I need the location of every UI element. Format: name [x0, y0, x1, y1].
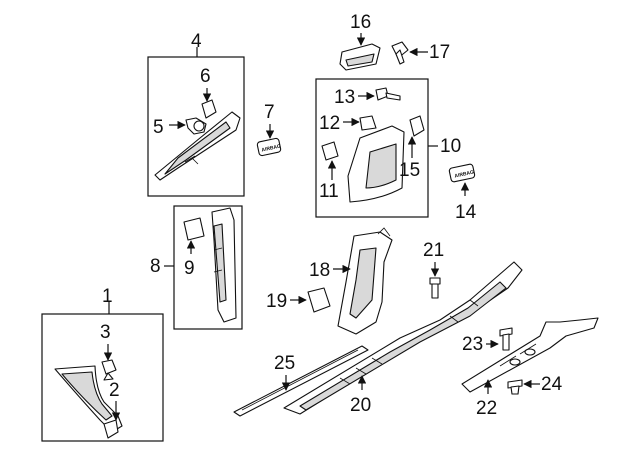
group-17: 17 [391, 41, 450, 65]
clip-2 [103, 419, 119, 439]
callout-11: 11 [319, 181, 339, 202]
group-18: 18 [309, 227, 393, 335]
group-14: AIRBAG 14 [448, 163, 477, 223]
group-25: 25 [233, 345, 369, 417]
callout-21: 21 [423, 240, 444, 261]
callout-13: 13 [334, 87, 355, 108]
callout-23: 23 [462, 334, 483, 355]
group-21: 21 [423, 240, 444, 299]
group-24: 24 [507, 374, 563, 395]
callout-2: 2 [109, 380, 120, 401]
callout-8: 8 [150, 256, 161, 277]
clip-11 [321, 141, 339, 161]
group-1-frame [41, 313, 164, 442]
group-4-frame [147, 56, 245, 197]
callout-24: 24 [541, 374, 563, 395]
callout-15: 15 [399, 160, 420, 181]
clip-6 [201, 99, 217, 119]
callout-12: 12 [319, 113, 340, 134]
airbag-badge-7-text: AIRBAG [261, 144, 282, 154]
callout-25: 25 [274, 353, 295, 374]
airbag-badge-14-text: AIRBAG [454, 170, 475, 180]
group-8: 8 9 [150, 205, 243, 330]
airbag-badge-14 [448, 163, 476, 183]
callout-3: 3 [100, 322, 111, 343]
group-7: 7 AIRBAG [256, 102, 282, 157]
clip-3 [101, 359, 117, 375]
clip-9 [183, 217, 205, 241]
sill-plate-20 [283, 261, 523, 415]
scuff-strip-25 [233, 345, 369, 417]
group-10: 10 13 12 11 15 [315, 78, 461, 218]
callout-4: 4 [191, 31, 202, 52]
callout-10: 10 [440, 136, 461, 157]
callout-19: 19 [266, 291, 287, 312]
callout-5: 5 [153, 117, 164, 138]
callout-14: 14 [455, 202, 477, 223]
group-19: 19 [266, 287, 331, 313]
callout-9: 9 [184, 258, 195, 279]
callout-18: 18 [309, 260, 330, 281]
group-20: 20 [283, 261, 523, 416]
bolt-21 [429, 277, 441, 285]
clip-15 [409, 115, 425, 137]
group-1: 1 3 2 [41, 286, 164, 442]
group-4: 4 5 6 [147, 31, 245, 197]
group-16: 16 [339, 12, 381, 71]
callout-16: 16 [350, 12, 371, 33]
group-22: 22 [461, 317, 599, 419]
callout-7: 7 [264, 102, 275, 123]
callout-1: 1 [102, 286, 113, 307]
callout-17: 17 [429, 42, 450, 63]
clip-12 [359, 115, 377, 131]
group-10-frame [315, 78, 429, 218]
clip-19 [307, 287, 331, 313]
callout-20: 20 [350, 395, 371, 416]
callout-22: 22 [476, 398, 497, 419]
group-8-frame [173, 205, 243, 330]
callout-6: 6 [200, 66, 211, 87]
group-23: 23 [462, 327, 513, 355]
airbag-badge-7 [256, 137, 282, 157]
